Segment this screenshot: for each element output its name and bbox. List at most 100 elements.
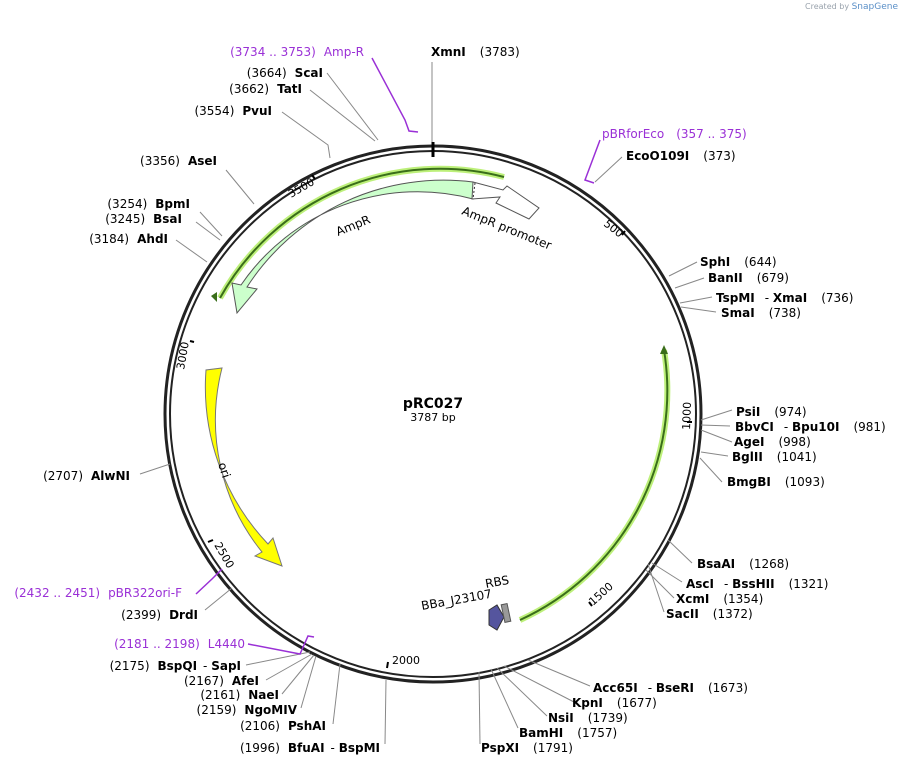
alwni-line xyxy=(139,463,171,475)
site-afei: (2167) AfeI xyxy=(184,674,259,688)
primer-amp-r-range: (3734 .. 3753) xyxy=(230,45,316,59)
primer-pbr322ori-f-range: (2432 .. 2451) xyxy=(14,586,100,600)
ngomiv-line xyxy=(300,655,317,709)
ampr-feature-arrow xyxy=(231,179,474,315)
site-sphi-name: SphI xyxy=(700,255,730,269)
site-ahdi-pos: (3184) xyxy=(89,232,129,246)
bsaai-line xyxy=(667,539,693,564)
banii-line xyxy=(674,277,705,289)
asci-line xyxy=(651,562,683,583)
site-bsai-pos: (3245) xyxy=(105,212,145,226)
primer-l4440-range: (2181 .. 2198) xyxy=(114,637,200,651)
bsai-line xyxy=(195,221,221,241)
promoter-boundary xyxy=(472,182,476,200)
site-kpni: KpnI(1677) xyxy=(572,696,657,710)
bmgbi-line xyxy=(699,457,723,483)
xcmi-line xyxy=(645,569,675,599)
site-xmai-name: XmaI xyxy=(773,291,807,305)
site-smai: SmaI(738) xyxy=(721,306,801,320)
primer-pbrforeco-range: (357 .. 375) xyxy=(676,127,746,141)
site-acc65i-name: Acc65I xyxy=(593,681,638,695)
site-asci-pos: (1321) xyxy=(789,577,829,591)
site-bspqi-name: BspQI xyxy=(158,659,198,673)
site-bseri-name: BseRI xyxy=(656,681,694,695)
site-psii-pos: (974) xyxy=(774,405,806,419)
site-pshai-pos: (2106) xyxy=(240,719,280,733)
site-pvui: (3554)PvuI xyxy=(194,104,272,118)
site-afei-name: AfeI xyxy=(232,674,259,688)
ori-label: ori xyxy=(215,461,233,480)
site-banii: BanII(679) xyxy=(708,271,789,285)
site-psii: PsiI(974) xyxy=(736,405,807,419)
site-pspxi-name: PspXI xyxy=(481,741,519,755)
site-bglii-name: BglII xyxy=(732,450,763,464)
tick-label-1000: 1000 xyxy=(680,402,694,430)
site-bsai-name: BsaI xyxy=(153,212,182,226)
site-sacii-name: SacII xyxy=(666,607,699,621)
site-bglii: BglII(1041) xyxy=(732,450,817,464)
site-bsaai: BsaAI(1268) xyxy=(697,557,789,571)
site-agei-pos: (998) xyxy=(778,435,810,449)
site-ngomiv-name: NgoMIV xyxy=(244,703,297,717)
bpmi-line xyxy=(199,211,223,237)
site-banii-name: BanII xyxy=(708,271,743,285)
site-pshai-name: PshAI xyxy=(288,719,326,733)
primer-l4440-line xyxy=(247,635,315,655)
site-tati-name: TatI xyxy=(277,82,302,96)
site-ecoo109i-name: EcoO109I xyxy=(626,149,689,163)
site-xcmi: XcmI(1354) xyxy=(676,592,763,606)
ampr-promoter-label: AmpR promoter xyxy=(460,204,554,253)
site-sphi-pos: (644) xyxy=(744,255,776,269)
bba-label: BBa_J23107 xyxy=(420,587,493,613)
pvui-line xyxy=(281,111,331,159)
site-smai-pos: (738) xyxy=(769,306,801,320)
site-nsii: NsiI(1739) xyxy=(548,711,628,725)
kpni-line xyxy=(503,665,575,703)
afei-line xyxy=(265,653,313,681)
site-xmni-name: XmnI xyxy=(431,45,466,59)
site-drdi: (2399)DrdI xyxy=(121,608,198,622)
acc65i-line xyxy=(527,659,591,687)
site-bsaai-name: BsaAI xyxy=(697,557,735,571)
site-naei-pos: (2161) xyxy=(200,688,240,702)
primer-pbrforeco: pBRforEco(357 .. 375) xyxy=(602,127,747,141)
site-agei: AgeI (998) xyxy=(734,435,811,449)
naei-line xyxy=(281,654,315,695)
primer-amp-r-name: Amp-R xyxy=(324,45,364,59)
site-agei-name: AgeI xyxy=(734,435,764,449)
site-pshai: (2106) PshAI xyxy=(240,719,326,733)
site-bfuai-name: BfuAI xyxy=(288,741,325,755)
site-asci: AscI- BssHII(1321) xyxy=(686,577,828,591)
site-ngomiv-pos: (2159) xyxy=(197,703,237,717)
ahdi-line xyxy=(175,239,208,263)
site-sphi: SphI (644) xyxy=(700,255,777,269)
tick-label-2000: 2000 xyxy=(392,654,420,667)
site-bbvci: BbvCI- Bpu10I(981) xyxy=(735,420,886,434)
site-sacii: SacII (1372) xyxy=(666,607,753,621)
site-tati-pos: (3662) xyxy=(229,82,269,96)
site-pvui-pos: (3554) xyxy=(194,104,234,118)
site-bamhi-name: BamHI xyxy=(519,726,563,740)
sacii-line xyxy=(647,563,665,613)
site-naei: (2161)NaeI xyxy=(200,688,279,702)
primer-l4440: (2181 .. 2198)L4440 xyxy=(114,637,245,651)
site-tspmi-name: TspMI xyxy=(716,291,755,305)
site-sacii-pos: (1372) xyxy=(713,607,753,621)
site-xcmi-name: XcmI xyxy=(676,592,709,606)
site-bamhi: BamHI(1757) xyxy=(519,726,617,740)
ecoo109i-line xyxy=(594,156,623,183)
site-asci-name: AscI xyxy=(686,577,714,591)
insert-strand-arc xyxy=(518,345,671,623)
site-bpmi-name: BpmI xyxy=(155,197,190,211)
site-afei-pos: (2167) xyxy=(184,674,224,688)
tick-label-500: 500 xyxy=(601,217,626,240)
site-bbvci-name: BbvCI xyxy=(735,420,774,434)
site-ecoo109i-pos: (373) xyxy=(703,149,735,163)
asei-line xyxy=(225,169,255,205)
bglii-line xyxy=(700,451,729,457)
site-acc65i: Acc65I- BseRI(1673) xyxy=(593,681,748,695)
snapgene-watermark: Created by SnapGene xyxy=(805,2,898,12)
pspxi-line xyxy=(478,671,481,745)
tick-label-2500: 2500 xyxy=(211,540,236,571)
